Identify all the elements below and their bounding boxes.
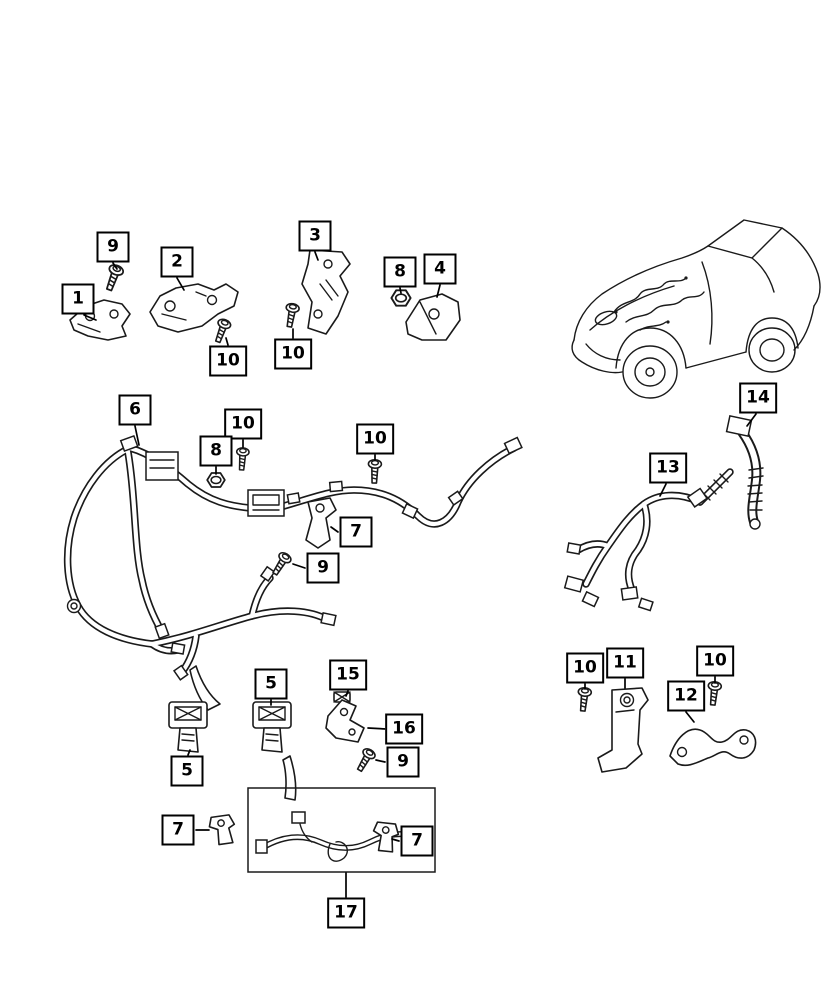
callout-label: 11 (613, 652, 637, 673)
callout-label: 15 (336, 664, 360, 685)
callout-6[interactable]: 6 (118, 394, 152, 426)
bolt-10-part3 (282, 301, 301, 329)
callout-label: 1 (72, 288, 84, 309)
nut-8-harness (206, 472, 226, 488)
callout-label: 16 (392, 718, 416, 739)
callout-label: 10 (231, 413, 255, 434)
part-5-clip-right (252, 701, 292, 753)
callout-10-e[interactable]: 10 (566, 652, 604, 684)
callout-label: 10 (703, 650, 727, 671)
callout-10-c[interactable]: 10 (224, 408, 262, 440)
callout-17[interactable]: 17 (327, 897, 365, 929)
callout-7-c[interactable]: 7 (400, 825, 434, 857)
bolt-10-part2 (210, 316, 233, 345)
callout-16[interactable]: 16 (385, 713, 423, 745)
callout-label: 8 (394, 261, 406, 282)
bolt-10-part12 (705, 680, 723, 707)
bolt-10-part11 (575, 686, 593, 713)
callout-7-b[interactable]: 7 (161, 814, 195, 846)
part-2-bracket (149, 283, 239, 333)
car-sketch (571, 219, 821, 399)
part-16-bracket (325, 699, 365, 743)
callout-label: 10 (573, 657, 597, 678)
callout-label: 10 (216, 350, 240, 371)
callout-label: 9 (317, 557, 329, 578)
callout-label: 5 (265, 673, 277, 694)
callout-15[interactable]: 15 (329, 659, 367, 691)
part-3-bracket (301, 249, 351, 335)
part-6-harness (68, 434, 523, 801)
callout-14[interactable]: 14 (739, 382, 777, 414)
callout-10-f[interactable]: 10 (696, 645, 734, 677)
callout-label: 13 (656, 457, 680, 478)
bolt-10-harness-left (234, 446, 251, 472)
callout-label: 14 (746, 387, 770, 408)
leader-lines (83, 251, 757, 898)
callout-8-b[interactable]: 8 (199, 435, 233, 467)
callout-4[interactable]: 4 (423, 253, 457, 285)
callout-9-b[interactable]: 9 (306, 552, 340, 584)
callout-2[interactable]: 2 (160, 246, 194, 278)
part-11-bracket (597, 687, 649, 773)
part-7-clip-left (207, 813, 238, 847)
callout-label: 7 (350, 521, 362, 542)
callout-label: 7 (411, 830, 423, 851)
part-4-bracket (405, 293, 461, 341)
part-12-bracket (669, 728, 757, 767)
callout-label: 2 (171, 251, 183, 272)
callout-label: 8 (210, 440, 222, 461)
part-7-bracket-harness (305, 497, 337, 549)
callout-label: 7 (172, 819, 184, 840)
callout-5-a[interactable]: 5 (254, 668, 288, 700)
callout-10-a[interactable]: 10 (209, 345, 247, 377)
bolt-10-harness-right (366, 458, 383, 485)
callout-8-a[interactable]: 8 (383, 256, 417, 288)
callout-label: 10 (281, 343, 305, 364)
callout-label: 10 (363, 428, 387, 449)
callout-label: 9 (397, 751, 409, 772)
callout-7-a[interactable]: 7 (339, 516, 373, 548)
callout-10-b[interactable]: 10 (274, 338, 312, 370)
callout-1[interactable]: 1 (61, 283, 95, 315)
callout-10-d[interactable]: 10 (356, 423, 394, 455)
part-13-harness (563, 472, 730, 612)
callout-13[interactable]: 13 (649, 452, 687, 484)
callout-label: 6 (129, 399, 141, 420)
callout-label: 5 (181, 760, 193, 781)
callout-label: 4 (434, 258, 446, 279)
callout-label: 12 (674, 685, 698, 706)
bolt-9-bottom (353, 746, 378, 775)
callout-label: 17 (334, 902, 358, 923)
callout-label: 9 (107, 236, 119, 257)
part-5-clip-left (168, 701, 208, 753)
part-14-tube (725, 414, 764, 530)
callout-3[interactable]: 3 (298, 220, 332, 252)
callout-9-c[interactable]: 9 (386, 746, 420, 778)
bolt-9-harness (268, 549, 294, 579)
callout-9-a[interactable]: 9 (96, 231, 130, 263)
callout-11[interactable]: 11 (606, 647, 644, 679)
bolt-9-top (101, 262, 126, 294)
callout-12[interactable]: 12 (667, 680, 705, 712)
callout-5-b[interactable]: 5 (170, 755, 204, 787)
callout-label: 3 (309, 225, 321, 246)
